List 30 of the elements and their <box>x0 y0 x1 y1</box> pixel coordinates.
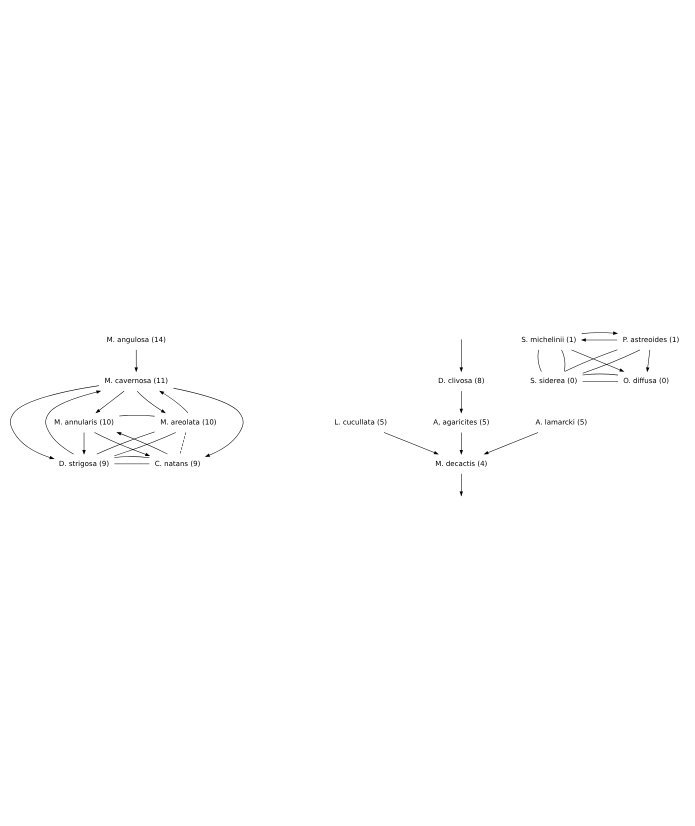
arrow <box>460 432 464 455</box>
connector <box>180 432 186 454</box>
connector <box>96 432 155 454</box>
arrow <box>173 388 244 457</box>
connector <box>582 350 640 374</box>
connector <box>582 381 618 382</box>
arrow <box>460 390 464 414</box>
arrow <box>134 350 138 372</box>
arrow <box>116 432 168 454</box>
arrow <box>10 385 100 460</box>
arrow <box>94 432 150 456</box>
arrow <box>45 390 102 454</box>
connector <box>564 350 618 372</box>
arrow <box>571 350 624 372</box>
arrow <box>82 432 86 455</box>
connector <box>114 456 150 458</box>
connector <box>114 432 176 456</box>
arrow <box>646 350 650 372</box>
arrow <box>136 390 166 414</box>
connector <box>582 374 618 376</box>
arrow <box>581 331 618 335</box>
connector <box>119 414 155 416</box>
arrow <box>159 390 188 414</box>
arrow <box>95 390 124 414</box>
arrow <box>460 340 464 372</box>
connector <box>538 350 542 372</box>
arrow <box>580 338 618 342</box>
arrow <box>384 432 439 454</box>
connector <box>561 350 566 372</box>
arrow <box>484 432 538 454</box>
